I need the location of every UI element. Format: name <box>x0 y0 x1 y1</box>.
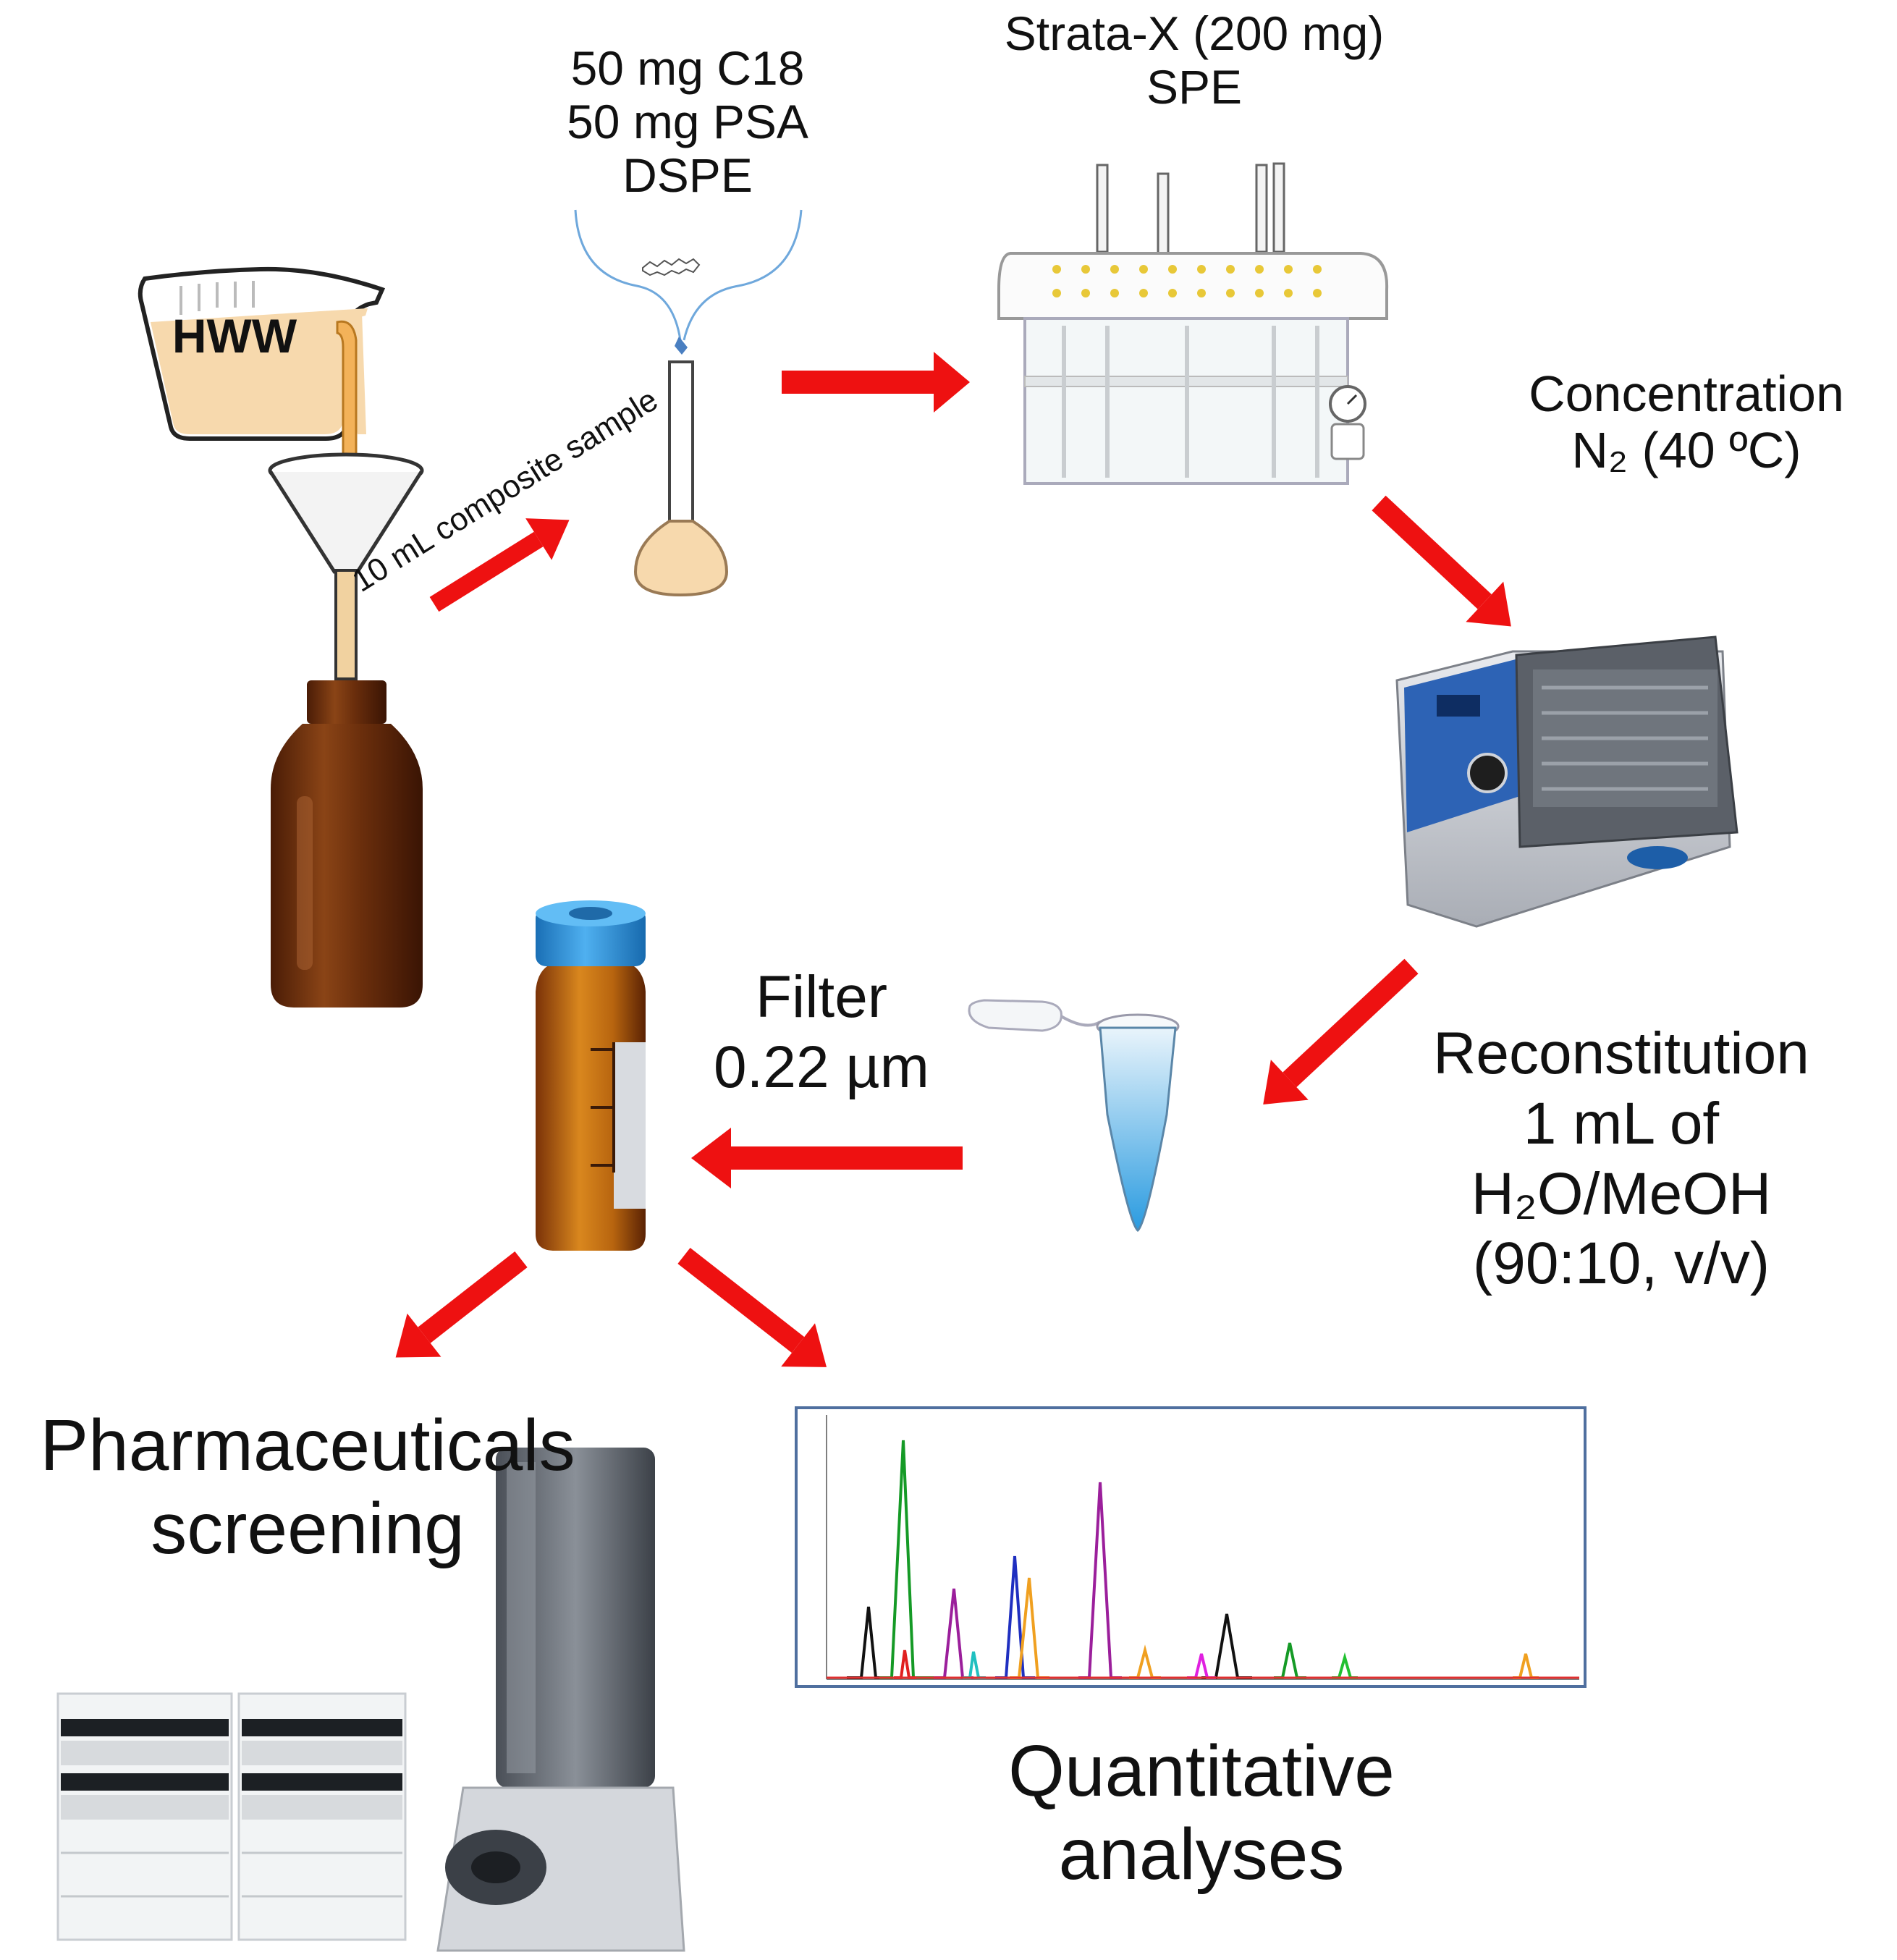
reconstitution-ratio: (90:10, v/v) <box>1472 1230 1770 1297</box>
concentration-label: Concentration N₂ (40 ºC) <box>1476 366 1896 479</box>
screening-title: Pharmaceuticals <box>40 1405 575 1486</box>
dspe-label: 50 mg C18 50 mg PSA DSPE <box>507 41 869 203</box>
concentration-conditions: N₂ (40 ºC) <box>1571 422 1801 479</box>
reconstitution-title: Reconstitution <box>1433 1021 1809 1086</box>
funnel-icon <box>268 452 424 680</box>
arrow-to-concentration <box>1372 495 1511 627</box>
screening-label: Pharmaceuticals screening <box>0 1404 615 1571</box>
spe-cartridge: Strata-X (200 mg) <box>1004 7 1385 60</box>
quantitative-subtitle: analyses <box>1058 1814 1345 1895</box>
arrow-to-vial <box>691 1128 963 1188</box>
filter-pore-size: 0.22 µm <box>714 1034 929 1100</box>
hww-text: HWW <box>172 309 297 363</box>
arrows <box>395 352 1511 1367</box>
quantitative-title: Quantitative <box>1008 1731 1395 1812</box>
arrow-to-quantitative <box>677 1247 827 1367</box>
filter-title: Filter <box>755 964 888 1030</box>
arrow-to-spe <box>782 352 970 413</box>
screening-subtitle: screening <box>151 1488 465 1569</box>
arrow-to-screening <box>395 1251 528 1358</box>
reconstitution-volume: 1 mL of <box>1523 1090 1720 1157</box>
microtube-icon <box>968 999 1180 1232</box>
dspe-tube-icon <box>574 209 803 597</box>
quantitative-label: Quantitative analyses <box>948 1730 1455 1896</box>
mass-spectrometer-icon <box>436 1448 685 1952</box>
sample-vial-icon <box>536 900 646 1251</box>
reconstitution-label: Reconstitution 1 mL of H₂O/MeOH (90:10, … <box>1361 1019 1882 1299</box>
chromatogram-icon <box>795 1406 1587 1688</box>
hplc-system-icon <box>56 1692 407 1941</box>
spe-manifold-icon <box>997 162 1389 485</box>
reconstitution-solvent: H₂O/MeOH <box>1471 1160 1772 1227</box>
dspe-psa: 50 mg PSA <box>567 94 808 148</box>
dspe-title: DSPE <box>622 148 753 202</box>
arrow-to-dspe <box>429 518 570 612</box>
amber-bottle-icon <box>271 680 423 1008</box>
filter-label: Filter 0.22 µm <box>651 963 992 1103</box>
spe-label: Strata-X (200 mg) SPE <box>934 7 1455 114</box>
hww-beaker-icon <box>138 266 386 479</box>
arrow-to-reconstitution <box>1263 958 1419 1104</box>
spe-title: SPE <box>1146 59 1243 114</box>
dspe-c18: 50 mg C18 <box>570 41 805 95</box>
hww-label: HWW <box>162 309 307 363</box>
concentration-title: Concentration <box>1529 366 1844 422</box>
evaporator-icon <box>1395 635 1738 928</box>
